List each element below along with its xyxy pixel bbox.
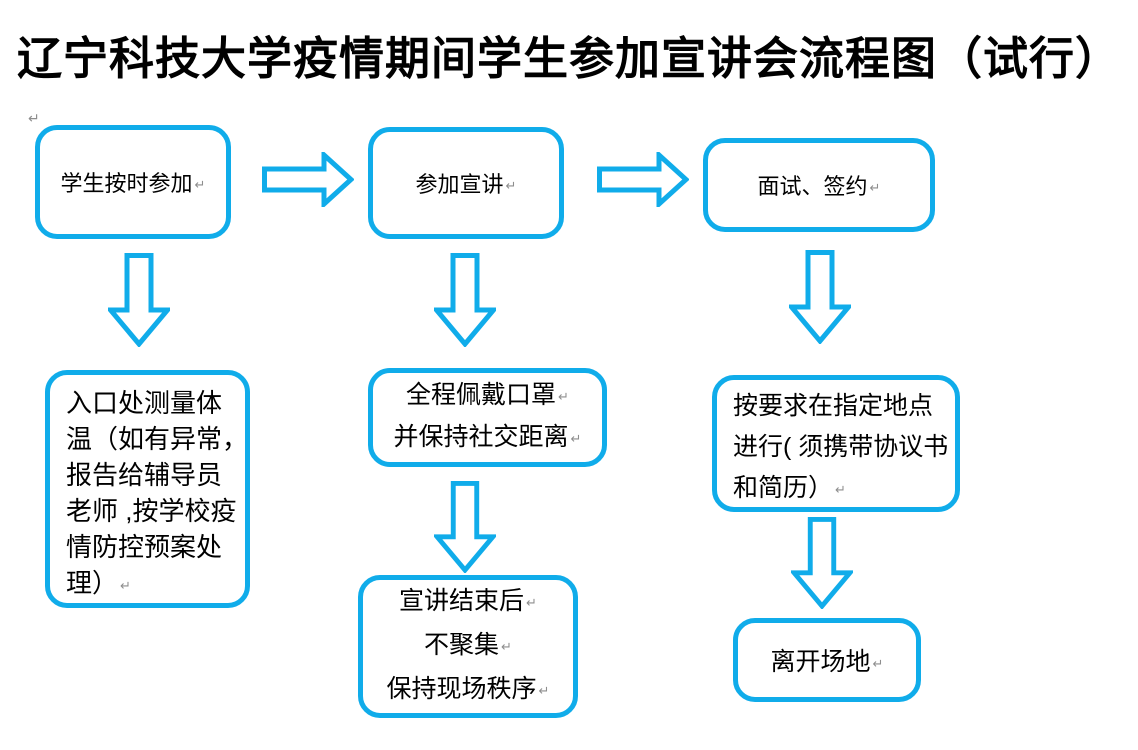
arrow-right-icon [262,152,354,207]
node-text-line: 并保持社交距离↵ [393,422,582,451]
paragraph-mark: ↵ [538,682,550,698]
paragraph-mark: ↵ [570,430,582,446]
node-text-line: 老师 ,按学校疫 [66,496,237,526]
paragraph-mark: ↵ [526,594,537,610]
arrow-down-icon [789,250,851,344]
flowchart-title: 辽宁科技大学疫情期间学生参加宣讲会流程图（试行） [16,34,1121,84]
node-text-line: 面试、签约↵ [757,174,881,199]
node-mask-distance: 全程佩戴口罩↵ 并保持社交距离↵ [368,368,607,467]
node-interview-sign: 面试、签约↵ [703,138,935,232]
paragraph-mark: ↵ [835,482,846,497]
node-text-line: 温（如有异常， [66,424,249,454]
node-leave-venue: 离开场地↵ [733,618,921,702]
arrow-right-icon [597,152,689,207]
paragraph-mark: ↵ [194,177,206,192]
node-text-line: 参加宣讲↵ [415,172,517,197]
node-text-line: 离开场地↵ [770,648,884,676]
paragraph-mark: ↵ [120,578,131,593]
node-text-line: 报告给辅导员 [66,460,223,490]
node-text-line: 理）↵ [66,568,131,598]
paragraph-mark: ↵ [505,178,517,193]
paragraph-mark: ↵ [28,110,40,126]
node-designated-place: 按要求在指定地点 进行( 须携带协议书 和简历）↵ [712,375,960,512]
node-text-line: 全程佩戴口罩↵ [406,380,569,409]
node-temperature-check: 入口处测量体 温（如有异常， 报告给辅导员 老师 ,按学校疫 情防控预案处 理）… [45,370,250,608]
arrow-down-icon [108,253,170,347]
node-text-line: 进行( 须携带协议书 [733,433,949,461]
paragraph-mark: ↵ [558,388,569,404]
node-text-line: 和简历）↵ [733,474,846,502]
arrow-down-icon [434,481,496,573]
node-text-line: 保持现场秩序↵ [386,674,550,703]
node-attend-on-time: 学生按时参加↵ [35,125,231,239]
node-text-line: 入口处测量体 [66,388,223,418]
node-attend-presentation: 参加宣讲↵ [368,127,564,239]
node-text-line: 宣讲结束后↵ [399,586,537,615]
arrow-down-icon [434,253,496,347]
node-text-line: 情防控预案处 [66,532,223,562]
arrow-down-icon [791,517,853,609]
node-after-presentation: 宣讲结束后↵ 不聚集↵ 保持现场秩序↵ [358,575,578,718]
node-text-line: 学生按时参加↵ [60,171,206,196]
paragraph-mark: ↵ [869,180,881,195]
node-text-line: 按要求在指定地点 [733,392,934,420]
node-text-line: 不聚集↵ [424,630,512,659]
paragraph-mark: ↵ [872,656,884,671]
paragraph-mark: ↵ [501,638,512,654]
